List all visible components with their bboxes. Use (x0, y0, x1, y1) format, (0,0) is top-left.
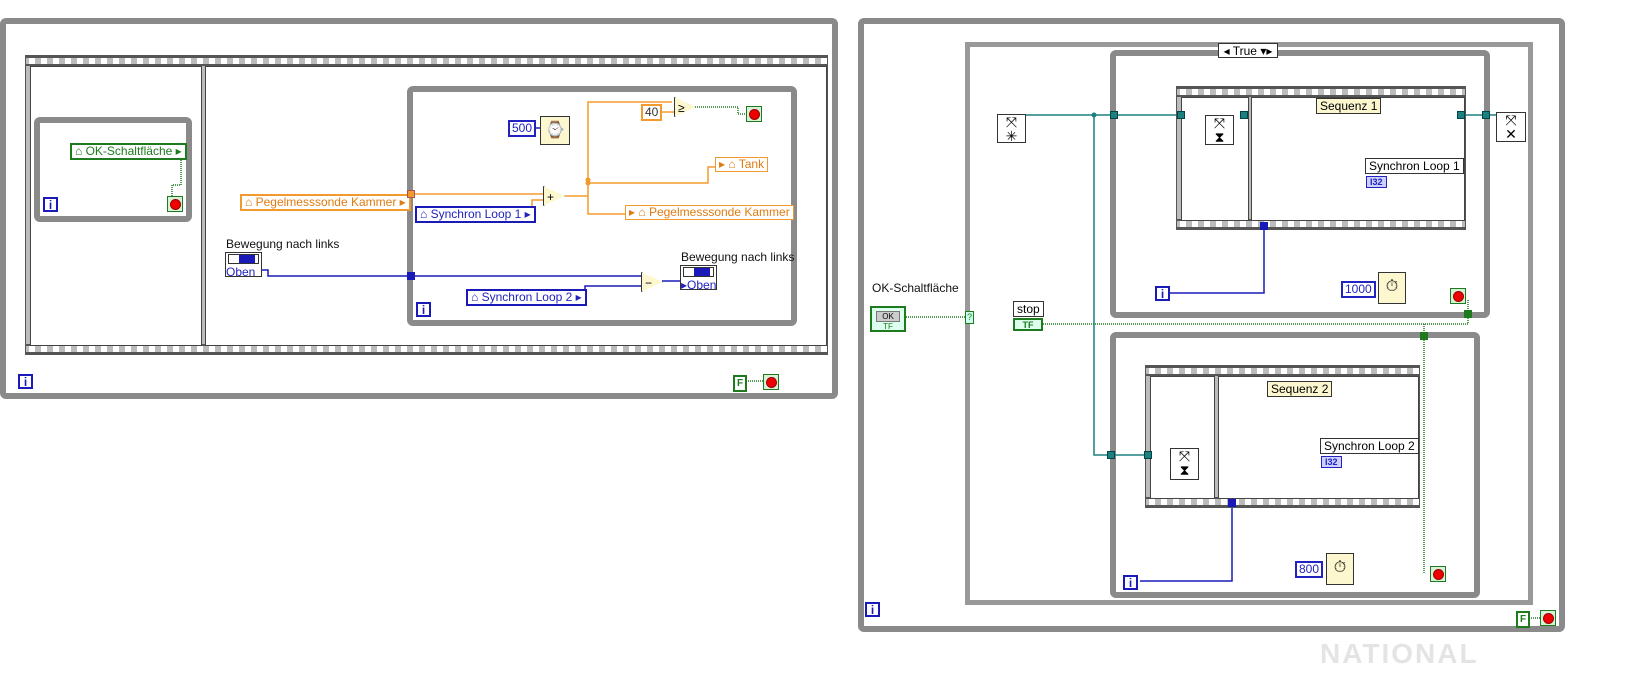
wait-1000-constant[interactable]: 1000 (1341, 281, 1376, 298)
pegel-read-local[interactable]: ⌂ Pegelmesssonde Kammer ▸ (240, 194, 411, 211)
ok-button-text: OK (876, 311, 900, 322)
stop-label: stop (1013, 301, 1044, 317)
pegel-read-label: Pegelmesssonde Kammer (255, 195, 397, 209)
ok-tf: TF (883, 322, 893, 331)
wait-800-constant[interactable]: 800 (1295, 561, 1324, 578)
wait-constant[interactable]: 500 (508, 120, 537, 137)
sync1-indicator-label: Synchron Loop 1 (1365, 158, 1464, 174)
case-selector-terminal[interactable]: ? (965, 311, 974, 324)
case-selector-value: True (1232, 44, 1257, 58)
ok-local-variable[interactable]: ⌂ OK-Schaltfläche ▸ (70, 143, 187, 160)
iteration-terminal-loop1: i (1155, 286, 1170, 301)
create-notifier-icon[interactable]: ⤧✳ (997, 114, 1026, 143)
tunnel-blue (407, 272, 415, 280)
threshold-constant[interactable]: 40 (641, 104, 663, 121)
release-notifier-icon[interactable]: ⤧✕ (1496, 112, 1526, 142)
loop-stop-terminal[interactable] (746, 106, 762, 122)
iteration-terminal-loop2: i (1123, 575, 1138, 590)
metronome-icon-2[interactable]: ⏱ (1326, 553, 1354, 585)
stop-terminal[interactable] (167, 196, 183, 212)
stop-terminal-loop2[interactable] (1430, 566, 1446, 582)
inner-while-loop-ok[interactable] (34, 117, 192, 222)
outer-stop-terminal[interactable] (763, 374, 779, 390)
pegel-write-local[interactable]: ▸ ⌂ Pegelmesssonde Kammer (625, 205, 794, 220)
ok-local-label: OK-Schaltfläche (85, 144, 173, 158)
wait-ms-icon[interactable]: ⌚ (540, 116, 570, 145)
sequence-2-note: Sequenz 2 (1267, 381, 1333, 397)
enum-constant[interactable]: Oben (225, 252, 262, 279)
enum-indicator[interactable]: ▸Oben (680, 265, 717, 292)
sync1-local-label: Synchron Loop 1 (430, 207, 522, 221)
ok-button-label: OK-Schaltfläche (872, 281, 959, 295)
sync2-local-label: Synchron Loop 2 (481, 290, 573, 304)
tank-label: Tank (738, 157, 765, 171)
sync1-local-variable[interactable]: ⌂ Synchron Loop 1 ▸ (415, 206, 536, 223)
iteration-terminal-outer: i (18, 374, 33, 389)
sync2-indicator-label: Synchron Loop 2 (1320, 438, 1419, 454)
iteration-terminal: i (43, 197, 58, 212)
case-selector[interactable]: ◂ True ▾▸ (1218, 43, 1278, 58)
watermark: NATIONAL (1320, 638, 1479, 669)
enum-indicator-value: Oben (687, 278, 717, 292)
stop-terminal-loop1[interactable] (1450, 288, 1466, 304)
outer-while-loop-right[interactable] (858, 18, 1565, 632)
outer-stop-terminal-right[interactable] (1540, 610, 1556, 626)
enum-label: Bewegung nach links (226, 237, 340, 251)
tunnel-orange (407, 190, 415, 198)
outer-while-loop-left[interactable] (0, 18, 838, 399)
false-constant[interactable]: F (733, 375, 748, 392)
metronome-icon[interactable]: ⏱ (1378, 272, 1406, 304)
stop-button-terminal[interactable]: TF (1013, 318, 1043, 331)
iteration-terminal-right: i (865, 602, 880, 617)
sequence-1-note: Sequenz 1 (1316, 98, 1382, 114)
iteration-terminal-inner: i (416, 302, 431, 317)
pegel-write-label: Pegelmesssonde Kammer (648, 205, 790, 219)
wait-on-notification-icon-2[interactable]: ⤧⧗ (1170, 448, 1199, 480)
enum-indicator-label: Bewegung nach links (681, 250, 795, 264)
sync2-local-variable[interactable]: ⌂ Synchron Loop 2 ▸ (466, 289, 587, 306)
false-constant-right[interactable]: F (1516, 611, 1531, 628)
sync2-indicator[interactable]: I32 (1321, 456, 1342, 468)
tank-local-variable[interactable]: ▸ ⌂ Tank (715, 157, 769, 172)
enum-value: Oben (226, 265, 256, 279)
sync1-indicator[interactable]: I32 (1366, 176, 1387, 188)
wait-on-notification-icon[interactable]: ⤧⧗ (1205, 115, 1234, 145)
